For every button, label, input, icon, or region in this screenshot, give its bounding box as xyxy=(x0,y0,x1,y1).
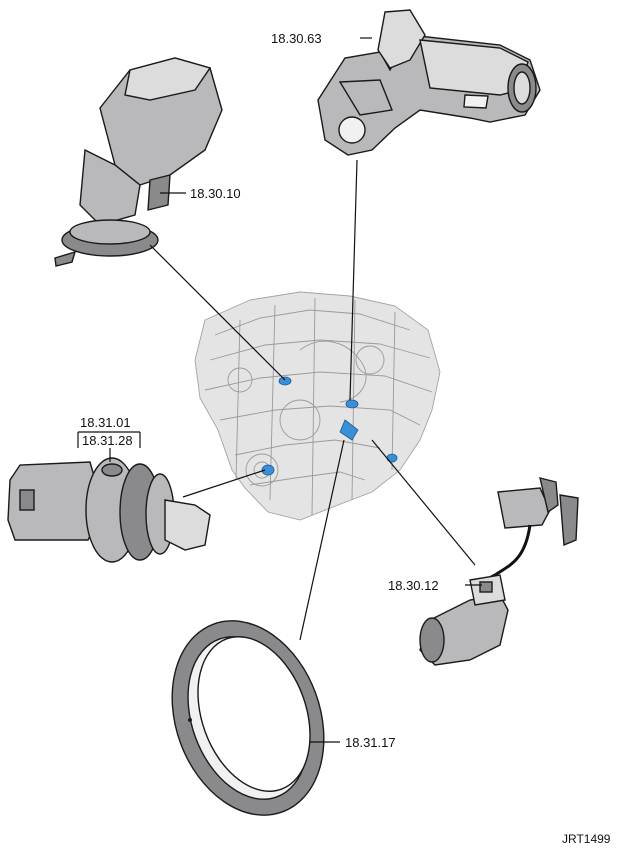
engine-assembly xyxy=(194,291,441,521)
callout-seal-ring: 18.31.17 xyxy=(345,735,396,750)
callout-knock-sensor: 18.30.12 xyxy=(388,578,439,593)
callout-cam-sensor-left: 18.30.10 xyxy=(190,186,241,201)
figure-id: JRT1499 xyxy=(562,832,611,846)
knock-sensor-wire-location xyxy=(339,419,359,441)
leader-lines xyxy=(77,37,482,743)
callout-cam-sensor-top: 18.30.63 xyxy=(271,31,322,46)
callout-crank-sensor-a: 18.31.01 xyxy=(80,415,131,430)
knock-sensor-part xyxy=(419,477,579,666)
cam-sensor-top-part xyxy=(317,9,541,156)
crank-sensor-location xyxy=(261,464,275,476)
callout-crank-sensor-b: 18.31.28 xyxy=(82,433,133,448)
cam-sensor-left-part xyxy=(54,57,223,267)
crank-sensor-part xyxy=(7,457,211,563)
cam-sensor-top-location xyxy=(345,399,359,409)
seal-ring-part xyxy=(171,620,325,816)
cam-sensor-left-location xyxy=(278,376,292,386)
